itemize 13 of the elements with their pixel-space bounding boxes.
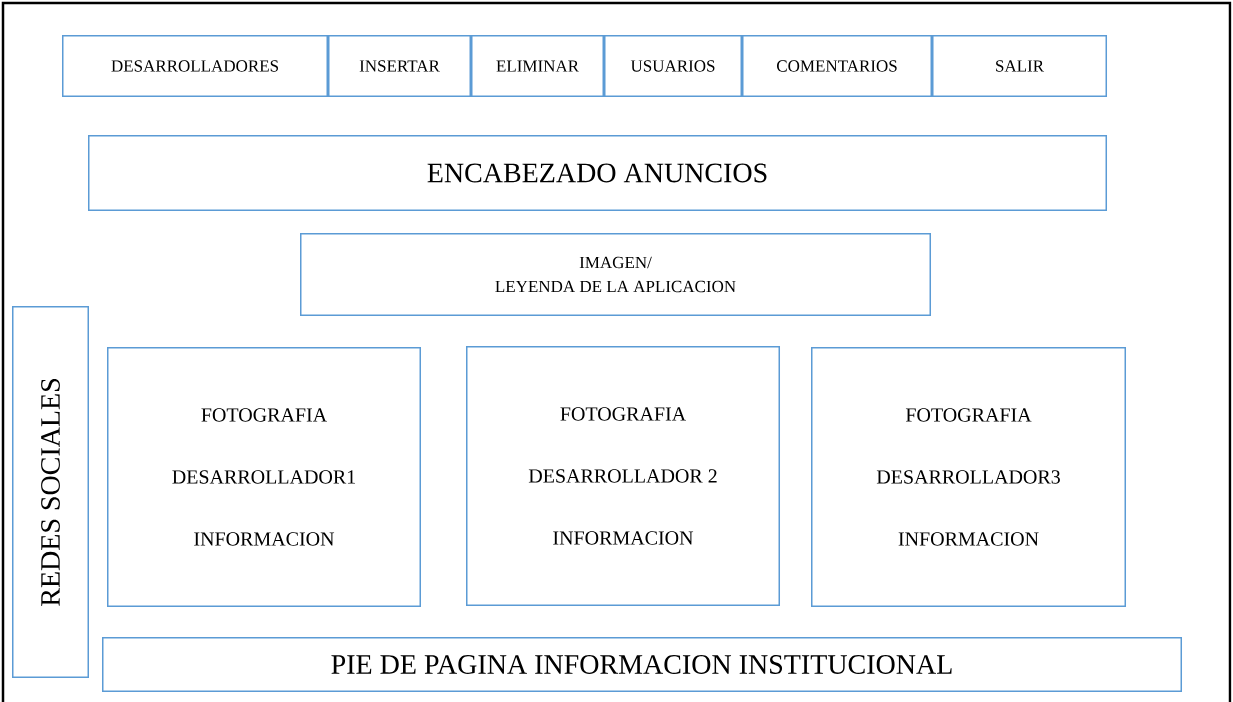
profile-box: FOTOGRAFIA DESARROLLADOR3 INFORMACION bbox=[811, 347, 1126, 607]
menu-item: INSERTAR bbox=[328, 35, 471, 97]
menu-item: COMENTARIOS bbox=[742, 35, 932, 97]
image-box: IMAGEN/ LEYENDA DE LA APLICACION bbox=[300, 233, 931, 316]
sidebar-box: REDES SOCIALES bbox=[12, 306, 89, 678]
profile-box: FOTOGRAFIA DESARROLLADOR1 INFORMACION bbox=[107, 347, 421, 607]
menu-item: USUARIOS bbox=[604, 35, 742, 97]
header-box: ENCABEZADO ANUNCIOS bbox=[88, 135, 1107, 211]
profile-box: FOTOGRAFIA DESARROLLADOR 2 INFORMACION bbox=[466, 346, 780, 606]
footer-box: PIE DE PAGINA INFORMACION INSTITUCIONAL bbox=[102, 637, 1182, 692]
menu-item: DESARROLLADORES bbox=[62, 35, 328, 97]
menu-item: ELIMINAR bbox=[471, 35, 604, 97]
menu-item: SALIR bbox=[932, 35, 1107, 97]
